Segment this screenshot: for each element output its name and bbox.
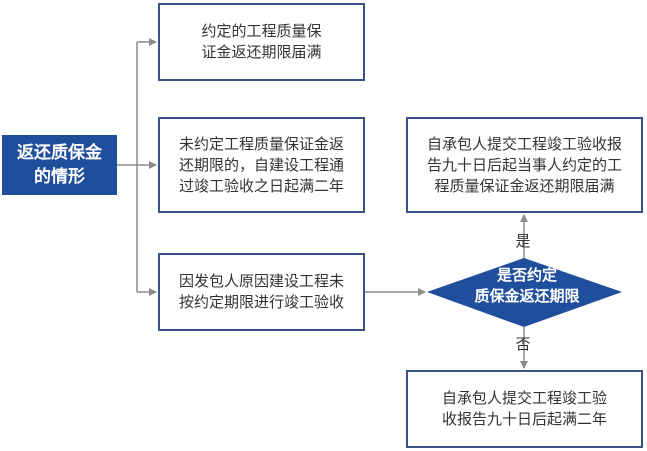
case1-line-2: 证金返还期限届满 (201, 43, 322, 61)
case2-line-3: 过竣工验收之日起满二年 (178, 176, 344, 195)
root-line-2: 的情形 (34, 167, 85, 187)
no-result-box: 自承包人提交工程竣工验 收报告九十日后起满二年 (406, 370, 643, 448)
case3-box: 因发包人原因建设工程未 按约定期限进行竣工验收 (158, 253, 365, 331)
yes-result-line-2: 告九十日后起当事人约定的工 (426, 155, 622, 174)
no-label: 否 (515, 335, 531, 353)
decision-text: 是否约定 质保金返还期限 (437, 265, 617, 307)
yes-result-line-1: 自承包人提交工程竣工验收报 (426, 134, 622, 153)
decision-line-2: 质保金返还期限 (474, 287, 580, 305)
case3-line-1: 因发包人原因建设工程未 (178, 272, 344, 290)
decision-line-1: 是否约定 (496, 266, 557, 284)
no-result-line-2: 收报告九十日后起满二年 (441, 410, 607, 428)
case1-line-1: 约定的工程质量保 (201, 22, 322, 40)
case2-box: 未约定工程质量保证金返 还期限的，自建设工程通 过竣工验收之日起满二年 (158, 117, 365, 213)
case2-line-2: 还期限的，自建设工程通 (178, 155, 344, 174)
case2-line-1: 未约定工程质量保证金返 (178, 134, 344, 153)
yes-result-box: 自承包人提交工程竣工验收报 告九十日后起当事人约定的工 程质量保证金返还期限届满 (406, 117, 643, 213)
decision-diamond (427, 258, 622, 327)
yes-label: 是 (515, 232, 531, 250)
root-node: 返还质保金 的情形 (2, 135, 117, 195)
case1-box: 约定的工程质量保 证金返还期限届满 (158, 3, 365, 81)
yes-result-line-3: 程质量保证金返还期限届满 (434, 176, 615, 195)
case3-line-2: 按约定期限进行竣工验收 (178, 293, 344, 311)
root-line-1: 返还质保金 (17, 143, 102, 163)
no-result-line-1: 自承包人提交工程竣工验 (441, 389, 607, 407)
